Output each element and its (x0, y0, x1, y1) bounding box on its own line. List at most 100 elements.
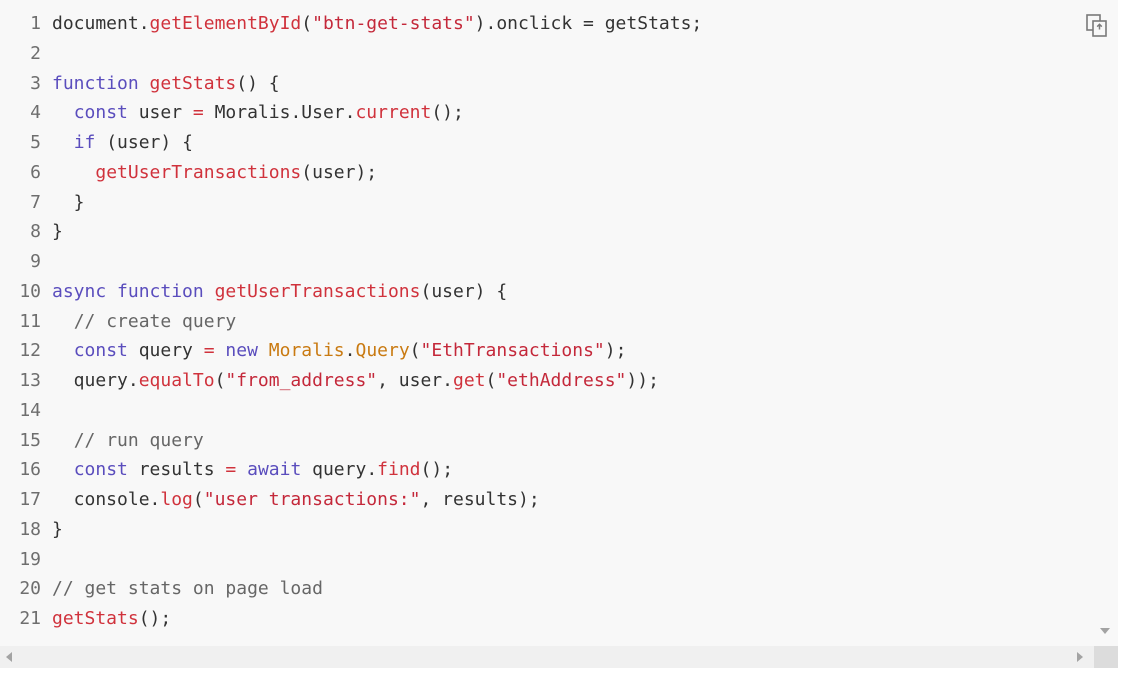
code-text: query.equalTo("from_address", user.get("… (41, 366, 1080, 396)
code-line: 9 (0, 247, 1080, 277)
line-number: 7 (30, 191, 41, 213)
code-line: 11 // create query (0, 307, 1080, 337)
code-token: , user. (377, 370, 453, 391)
line-number: 20 (19, 578, 41, 600)
code-token (52, 162, 95, 183)
code-token: equalTo (138, 370, 215, 391)
code-token: Moralis.User. (203, 102, 356, 124)
code-token: getStats (52, 608, 139, 629)
code-token (52, 132, 74, 153)
code-text: document.getElementById("btn-get-stats")… (41, 9, 1080, 39)
code-line: 8} (0, 217, 1080, 247)
code-token: if (73, 132, 96, 153)
code-line: 17 console.log("user transactions:", res… (0, 485, 1080, 515)
code-token: query. (52, 370, 139, 391)
code-line: 19 (0, 545, 1080, 575)
code-token: = (203, 340, 215, 362)
scroll-down-arrow-icon[interactable] (1099, 625, 1111, 637)
code-token: ( (485, 370, 497, 391)
code-token: )); (626, 370, 659, 391)
code-token: ( (301, 13, 313, 34)
code-text (41, 247, 1080, 277)
scroll-right-arrow-icon[interactable] (1075, 651, 1085, 663)
code-token: () { (236, 72, 280, 94)
line-number: 10 (19, 280, 41, 302)
code-text: console.log("user transactions:", result… (41, 485, 1080, 515)
code-token: function (117, 280, 204, 302)
line-number: 1 (30, 13, 41, 34)
code-text: const results = await query.find(); (41, 455, 1080, 485)
code-text: getStats(); (41, 604, 1080, 634)
code-token: getUserTransactions (214, 280, 421, 302)
code-token (52, 340, 74, 361)
code-token: } (52, 518, 63, 540)
code-token: ( (409, 340, 421, 362)
code-token (236, 459, 247, 480)
code-text: } (41, 188, 1080, 218)
line-number: 13 (19, 370, 41, 391)
code-token: Query (355, 340, 410, 362)
code-token: await (247, 459, 302, 481)
code-token: query (127, 340, 204, 362)
line-number: 3 (30, 72, 41, 94)
code-text: getUserTransactions(user); (41, 158, 1080, 188)
scroll-left-arrow-icon[interactable] (4, 651, 14, 663)
code-token: log (160, 489, 193, 510)
code-text: async function getUserTransactions(user)… (41, 277, 1080, 307)
code-token: console. (52, 489, 161, 510)
line-number: 5 (30, 132, 41, 153)
code-text: // run query (41, 426, 1080, 456)
code-token: (user) { (420, 280, 508, 302)
code-token: current (355, 102, 432, 124)
code-token: "from_address" (225, 370, 378, 391)
code-token: get (452, 370, 486, 391)
code-token: // get stats on page load (52, 578, 323, 600)
code-token (258, 340, 269, 361)
code-text: // get stats on page load (41, 574, 1080, 604)
code-text: // create query (41, 307, 1080, 337)
code-token: (); (420, 459, 454, 481)
horizontal-scrollbar[interactable] (0, 646, 1094, 668)
code-token: ( (192, 489, 204, 510)
code-token: query. (301, 459, 378, 481)
code-token: function (52, 72, 139, 94)
line-number: 17 (19, 489, 41, 510)
code-token: , results); (420, 489, 540, 510)
code-token: new (225, 340, 258, 362)
code-text: } (41, 217, 1080, 247)
code-token: ); (604, 340, 627, 362)
code-token (139, 73, 150, 94)
code-token (215, 340, 226, 361)
code-line: 14 (0, 396, 1080, 426)
code-token: (); (138, 608, 172, 629)
code-line: 12 const query = new Moralis.Query("EthT… (0, 336, 1080, 366)
code-token: const (73, 459, 128, 481)
code-text (41, 545, 1080, 575)
line-number: 11 (19, 310, 41, 332)
code-line: 5 if (user) { (0, 128, 1080, 158)
code-token: async (52, 280, 107, 302)
code-token: . (344, 340, 356, 362)
line-number: 9 (30, 251, 41, 272)
line-number: 4 (30, 102, 41, 124)
scrollbar-corner (1094, 646, 1118, 668)
code-text: if (user) { (41, 128, 1080, 158)
code-token: (user); (301, 161, 378, 183)
code-token (204, 281, 215, 302)
line-number: 12 (19, 340, 41, 362)
line-number: 18 (19, 518, 41, 540)
code-text: function getStats() { (41, 69, 1080, 99)
code-token (52, 430, 74, 451)
code-token: "btn-get-stats" (312, 13, 475, 34)
code-text: const user = Moralis.User.current(); (41, 98, 1080, 128)
code-line: 16 const results = await query.find(); (0, 455, 1080, 485)
copy-icon[interactable] (1085, 13, 1111, 39)
code-token (52, 311, 74, 332)
line-number: 21 (19, 608, 41, 629)
